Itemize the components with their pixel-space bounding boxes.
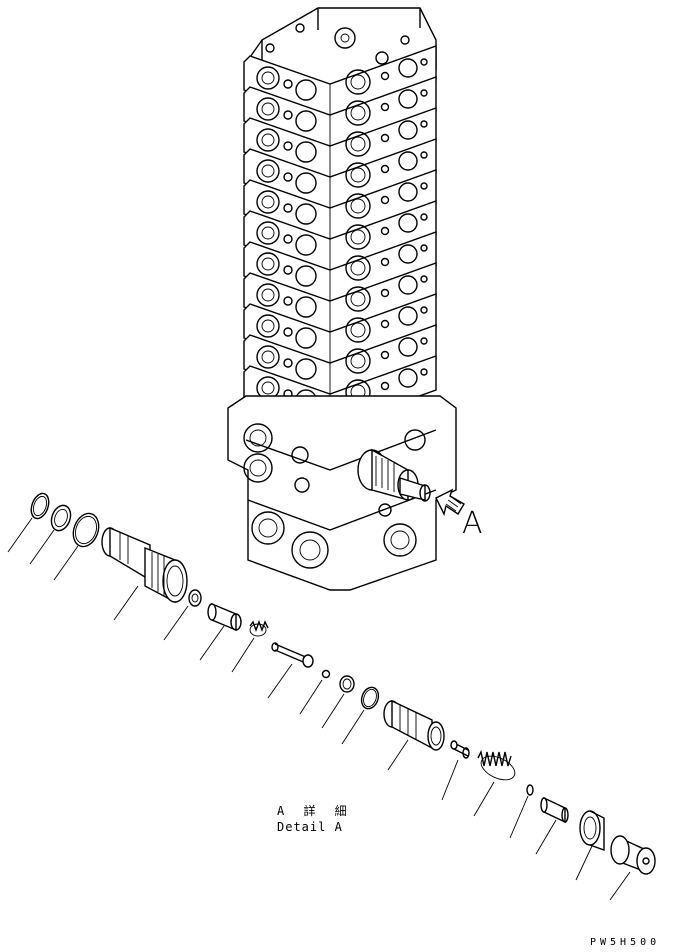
control-valve-stack [227,7,457,591]
part-o-ring-1 [30,492,50,520]
part-spring-large [477,749,516,781]
leader-lines [7,517,631,901]
part-backup-ring [50,504,72,532]
part-stem [450,740,470,759]
detail-caption-en: Detail A [277,820,343,834]
part-seat [188,589,202,607]
drawing-code: PW5H500 [590,937,661,948]
part-cap-nut [610,835,656,875]
part-o-ring-2 [72,512,100,548]
part-adjuster-body [383,699,445,751]
exploded-parts [30,492,656,875]
relief-valve-assembly [357,448,431,502]
view-direction-arrow-icon [435,488,465,517]
view-label-a: A [462,506,483,541]
part-spring-small [249,620,269,637]
detail-caption-jp: A 詳 細 [277,804,353,818]
part-ball [321,669,331,679]
part-washer [339,675,355,693]
part-sleeve [101,526,188,604]
part-lock-nut [579,810,605,851]
part-adjust-screw [540,796,569,824]
part-pin [526,784,534,796]
part-o-ring-3 [360,686,380,710]
part-poppet [207,602,242,632]
part-piston [271,642,314,668]
